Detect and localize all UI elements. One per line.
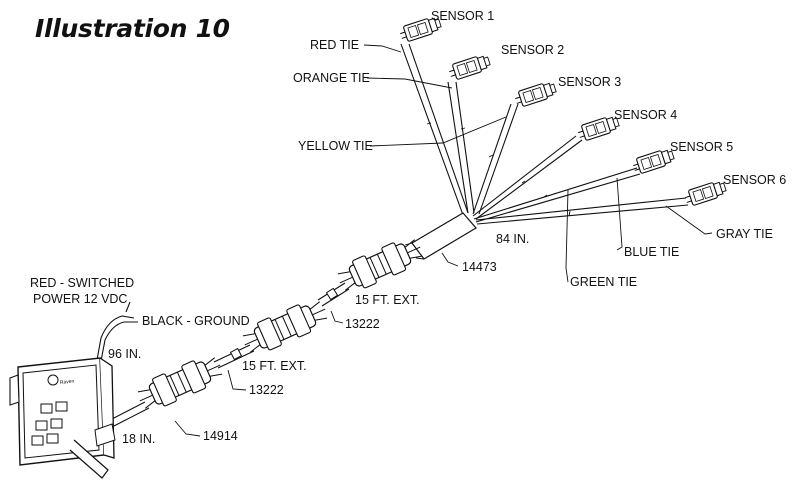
extension-connector-2 (238, 294, 332, 360)
sensor-6-connector (682, 178, 728, 208)
gray-tie-label: GRAY TIE (716, 227, 773, 241)
power-wires (96, 301, 138, 362)
part-13222-a-label: 13222 (345, 317, 380, 331)
part-14914-label: 14914 (203, 429, 238, 443)
sensor-branches (400, 43, 689, 225)
console-cable (109, 401, 150, 427)
part-14473-label: 14473 (462, 260, 497, 274)
power-12vdc-label: POWER 12 VDC (33, 292, 127, 306)
illustration-title: Illustration 10 (35, 14, 230, 43)
extension-1-label: 15 FT. EXT. (355, 293, 420, 307)
red-tie-label: RED TIE (310, 38, 359, 52)
sensor-4-label: SENSOR 4 (614, 108, 677, 122)
length-96-label: 96 IN. (108, 347, 141, 361)
sensor-3-connector (512, 79, 558, 109)
length-84-label: 84 IN. (496, 232, 529, 246)
sensor-6-label: SENSOR 6 (723, 173, 786, 187)
sensor-1-label: SENSOR 1 (431, 9, 494, 23)
sensor-5-connector (630, 146, 676, 176)
yellow-tie-label: YELLOW TIE (298, 139, 373, 153)
console-harness-connector (133, 350, 227, 416)
console-display: Raven (9, 357, 116, 479)
part-13222-b-label: 13222 (249, 383, 284, 397)
red-switched-label: RED - SWITCHED (30, 276, 134, 290)
extension-2-label: 15 FT. EXT. (242, 359, 307, 373)
extension-cable-1 (317, 282, 350, 307)
blue-tie-label: BLUE TIE (624, 245, 679, 259)
sensor-3-label: SENSOR 3 (558, 75, 621, 89)
orange-tie-label: ORANGE TIE (293, 71, 370, 85)
black-ground-label: BLACK - GROUND (142, 314, 250, 328)
sensor-2-connector (446, 52, 492, 82)
green-tie-label: GREEN TIE (570, 275, 637, 289)
sensor-5-label: SENSOR 5 (670, 140, 733, 154)
sensor-2-label: SENSOR 2 (501, 43, 564, 57)
length-18-label: 18 IN. (122, 432, 155, 446)
extension-cable-2 (213, 344, 255, 369)
svg-text:Raven: Raven (60, 378, 75, 386)
main-harness-trunk (404, 212, 477, 260)
leader-lines (174, 44, 713, 437)
